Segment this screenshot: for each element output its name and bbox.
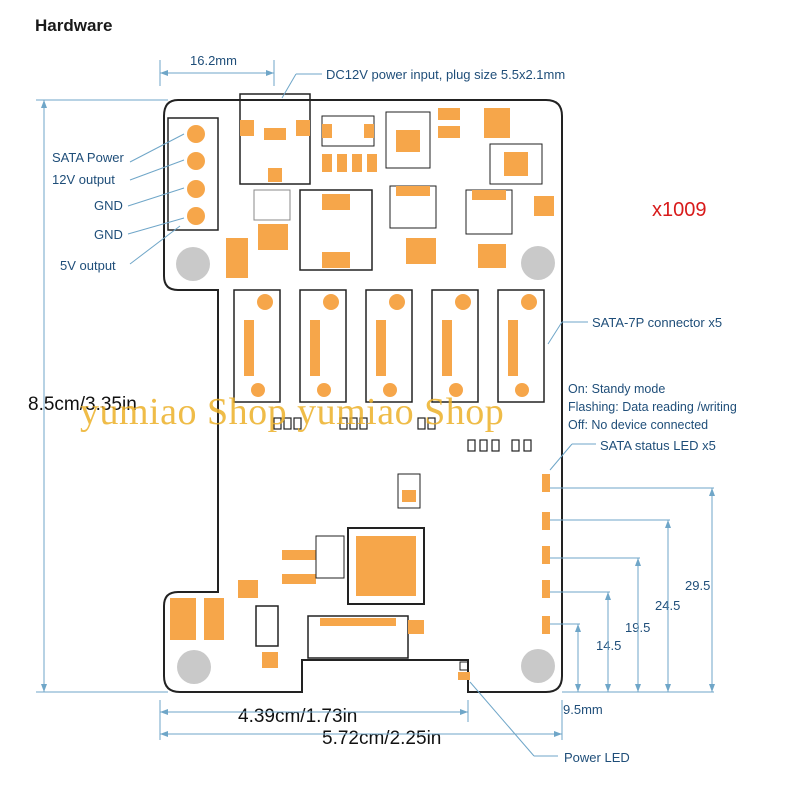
model-number: x1009 [652, 199, 707, 221]
label-sata-status-led: SATA status LED x5 [600, 438, 716, 453]
mounting-hole [521, 649, 555, 683]
sata-status-leds [542, 474, 550, 634]
controller-chip [347, 527, 425, 605]
label-12v-output: 12V output [52, 172, 115, 187]
pad-block [484, 108, 510, 138]
pad-block [478, 244, 506, 268]
dim-height: 8.5cm/3.35in [28, 394, 137, 415]
inductor-pad [322, 252, 350, 268]
label-gnd-2: GND [94, 227, 123, 242]
capacitor-pad [472, 190, 506, 200]
ic-top [385, 111, 431, 169]
component-pad [322, 124, 332, 138]
label-led-flashing: Flashing: Data reading /writing [568, 400, 737, 414]
component-pad [364, 124, 374, 138]
small-ic [255, 605, 279, 647]
pad-pair [438, 126, 460, 138]
terminal-pin [187, 207, 205, 225]
dimension-lines [36, 60, 714, 757]
pad-block [406, 238, 436, 264]
pad-row [337, 154, 347, 172]
mounting-hole [176, 247, 210, 281]
pad-row [282, 574, 316, 584]
controller-chip-core [356, 536, 416, 596]
dimension-arrows [41, 70, 715, 737]
pad-block [258, 224, 288, 250]
terminal-pin [187, 180, 205, 198]
power-led-pad [458, 672, 470, 680]
fpc-connector [307, 615, 409, 659]
pad-block [204, 598, 224, 640]
sata-connector-5 [497, 289, 545, 403]
pad-block [226, 238, 248, 278]
pad-row [282, 550, 316, 560]
label-5v-output: 5V output [60, 258, 116, 273]
label-dc-input: DC12V power input, plug size 5.5x2.1mm [326, 67, 566, 82]
pad-block [408, 620, 424, 634]
component-pad [402, 490, 416, 502]
dc-jack [239, 93, 311, 185]
small-ic [253, 189, 291, 221]
pad-block [170, 598, 196, 640]
dim-v1: 14.5 [596, 638, 622, 653]
sata-power-terminal [167, 117, 219, 231]
label-led-off: Off: No device connected [568, 418, 709, 432]
ic-right-core [504, 152, 528, 176]
mounting-hole [521, 246, 555, 280]
pad-block [238, 580, 258, 598]
sata-connector-1 [233, 289, 281, 403]
watermark: yumiao Shop yumiao Shop [80, 391, 505, 433]
pad-row [367, 154, 377, 172]
ic-right [489, 143, 543, 185]
dim-right-offset: 9.5mm [563, 702, 603, 717]
label-gnd-1: GND [94, 198, 123, 213]
diagram-title: Hardware [35, 16, 113, 35]
terminal-pin [187, 125, 205, 143]
dc-jack-pad [264, 128, 286, 140]
component [315, 535, 345, 579]
dim-top-width: 16.2mm [190, 53, 237, 68]
pad-row [352, 154, 362, 172]
component [397, 473, 421, 509]
sata-connector-4 [431, 289, 479, 403]
power-led [459, 661, 469, 671]
terminal-pin [187, 152, 205, 170]
label-sata-power: SATA Power [52, 150, 124, 165]
inductor [299, 189, 373, 271]
inductor-pad [322, 194, 350, 210]
dim-v4: 29.5 [685, 578, 711, 593]
fpc-pins [320, 618, 396, 626]
pad-block [262, 652, 278, 668]
capacitor-pad [396, 186, 430, 196]
pad-pair [534, 196, 554, 216]
passive-row [273, 417, 532, 452]
pad-pair [438, 108, 460, 120]
label-led-on: On: Standy mode [568, 382, 666, 396]
dim-width-total: 5.72cm/2.25in [322, 728, 442, 749]
label-sata-connector: SATA-7P connector x5 [592, 315, 723, 330]
dim-width-inner: 4.39cm/1.73in [238, 706, 358, 727]
dc-jack-pad [268, 168, 282, 182]
ic-top-core [396, 130, 420, 152]
dc-jack-pad [296, 120, 310, 136]
sata-connector-3 [365, 289, 413, 403]
dc-jack-pad [240, 120, 254, 136]
pad-row [322, 154, 332, 172]
mounting-hole [177, 650, 211, 684]
label-power-led: Power LED [564, 750, 630, 765]
sata-connector-2 [299, 289, 347, 403]
